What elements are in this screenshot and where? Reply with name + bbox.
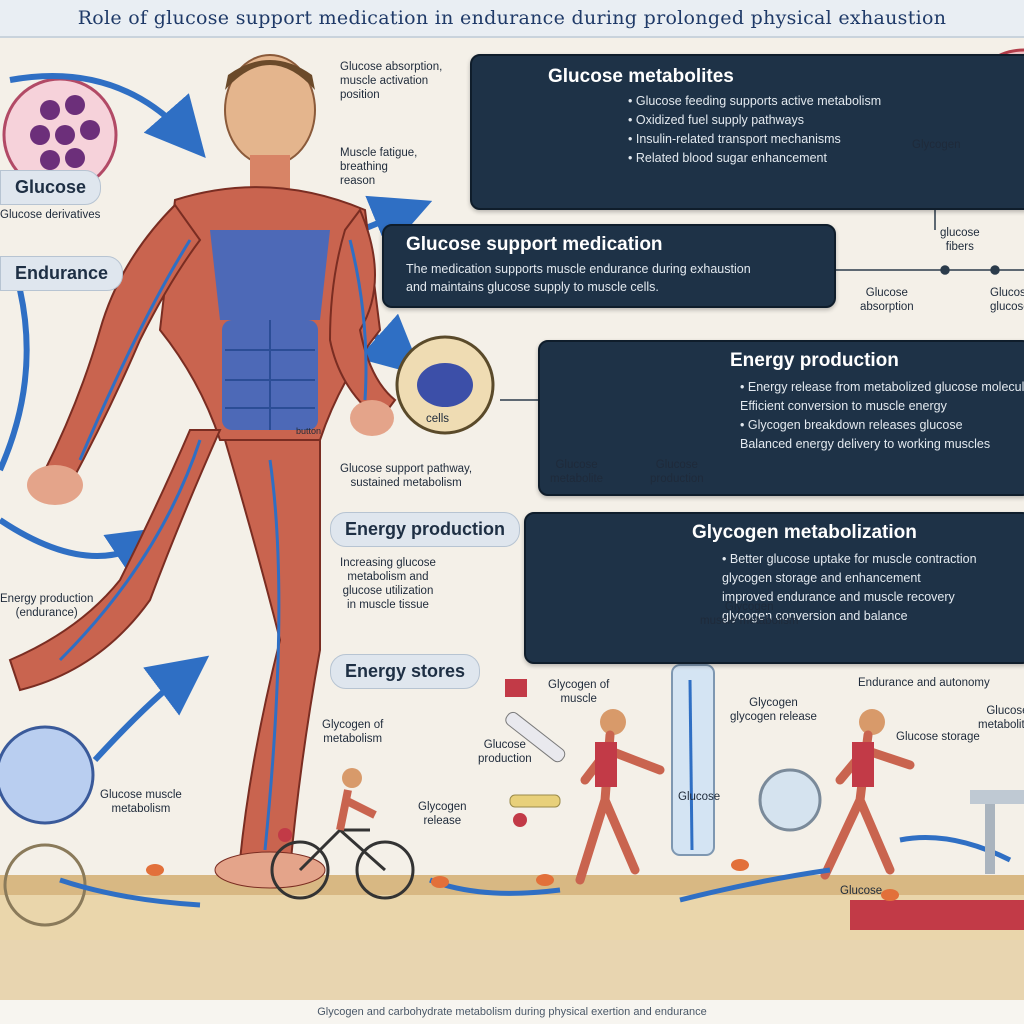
footer-caption: Glycogen and carbohydrate metabolism dur… bbox=[0, 1000, 1024, 1024]
medication-line: The medication supports muscle endurance… bbox=[406, 262, 751, 276]
ground-strip bbox=[0, 875, 1024, 1000]
label-glucose-metabolic: Glucose metabolite bbox=[550, 459, 604, 485]
glycogen-bullet: • Better glucose uptake for muscle contr… bbox=[722, 552, 977, 566]
glucose-metabolites-title: Glucose metabolites bbox=[548, 66, 734, 87]
label-endurance-autonomy: Endurance and autonomy bbox=[858, 677, 990, 689]
glycogen-bullets: • Better glucose uptake for muscle contr… bbox=[722, 550, 1022, 626]
pills-on-ground bbox=[146, 813, 899, 901]
label-muscle-metabolism: Glucose muscle metabolism bbox=[100, 789, 182, 815]
label-glycogen-tube: Glycogen glycogen release bbox=[730, 697, 817, 723]
glass-tube bbox=[671, 664, 715, 856]
pill-endurance: Endurance bbox=[0, 256, 124, 291]
glucose-metabolites-panel: Glucose metabolites • Glucose feeding su… bbox=[470, 54, 1024, 210]
label-metabolites-side: Glucose metabolites bbox=[978, 705, 1024, 731]
label-button: button bbox=[296, 426, 322, 436]
runner-2 bbox=[820, 709, 915, 880]
label-glucose-cell: cells bbox=[426, 413, 450, 425]
energy-bullet: Balanced energy delivery to working musc… bbox=[740, 437, 991, 451]
energy-production-title: Energy production bbox=[730, 350, 899, 371]
glucose-bullets: • Glucose feeding supports active metabo… bbox=[628, 92, 881, 168]
label-glucose-absorption: Glucose absorption, muscle activation po… bbox=[340, 61, 443, 101]
cell-magnifier bbox=[395, 335, 495, 435]
energy-bullets: • Energy release from metabolized glucos… bbox=[740, 378, 1024, 454]
left-cell-top bbox=[2, 77, 118, 193]
label-glucose-support-pathway: Glucose support pathway, sustained metab… bbox=[340, 463, 473, 489]
glycogen-bullet: glycogen conversion and balance bbox=[722, 609, 908, 623]
pill-glucose: Glucose bbox=[0, 170, 102, 205]
label-glycogen-of-metabolism: Glycogen of metabolism bbox=[322, 719, 384, 745]
label-energy-production-side: Energy production (endurance) bbox=[0, 593, 94, 619]
energy-bullet: • Glycogen breakdown releases glucose bbox=[740, 418, 963, 432]
cyclist bbox=[270, 768, 415, 900]
pill-energy-production: Energy production bbox=[330, 512, 521, 547]
pill-energy-stores: Energy stores bbox=[330, 654, 481, 689]
glucose-bullet: • Oxidized fuel supply pathways bbox=[628, 113, 805, 127]
label-glucose-derivatives: Glucose derivatives bbox=[0, 209, 101, 221]
glycogen-bullet: glycogen storage and enhancement bbox=[722, 571, 921, 585]
syringe bbox=[505, 679, 566, 808]
label-glucose-production: Glucose production bbox=[478, 739, 532, 765]
label-glucose-pair: Glucose glucose bbox=[990, 287, 1024, 313]
label-muscle-fatigue: Muscle fatigue, breathing reason bbox=[340, 147, 418, 187]
glycogen-panel: Glycogen metabolization • Better glucose… bbox=[524, 512, 1024, 664]
label-glucose-tube: Glucose bbox=[678, 791, 721, 803]
label-glucose-absorption-small: Glucose absorption bbox=[860, 287, 914, 313]
glucose-bullet: • Glucose feeding supports active metabo… bbox=[628, 94, 882, 108]
label-glucose-storage: Glucose storage bbox=[896, 731, 980, 743]
glycogen-bullet: improved endurance and muscle recovery bbox=[722, 590, 955, 604]
label-muscle-metabolization: Glycogen muscle metabolism bbox=[700, 601, 799, 627]
page-title: Role of glucose support medication in en… bbox=[77, 7, 947, 29]
glycogen-title: Glycogen metabolization bbox=[692, 522, 917, 543]
energy-bullet: • Energy release from metabolized glucos… bbox=[740, 380, 1024, 394]
medication-line: and maintains glucose supply to muscle c… bbox=[406, 280, 659, 294]
energy-bullet: Efficient conversion to muscle energy bbox=[740, 399, 947, 413]
label-glycogen: Glycogen bbox=[912, 139, 961, 151]
ground-flow bbox=[59, 835, 1012, 908]
glucose-bullet: • Insulin-related transport mechanisms bbox=[628, 132, 841, 146]
figure-anatomy bbox=[8, 54, 397, 889]
medication-title: Glucose support medication bbox=[406, 234, 663, 255]
energy-production-panel: Energy production • Energy release from … bbox=[538, 340, 1024, 496]
title-bar: Role of glucose support medication in en… bbox=[0, 0, 1024, 38]
runner-1 bbox=[575, 709, 665, 885]
label-glucose-short: glucose fibers bbox=[940, 227, 980, 253]
label-muscle-prod: Glucose production bbox=[650, 459, 704, 485]
label-glucose-bottom: Glucose bbox=[840, 885, 883, 897]
label-increasing-glucose: Increasing glucose metabolism and glucos… bbox=[340, 557, 436, 611]
medication-panel: Glucose support medication The medicatio… bbox=[382, 224, 836, 308]
label-glycogen-muscle: Glycogen of muscle bbox=[548, 679, 610, 705]
glucose-bullet: • Related blood sugar enhancement bbox=[628, 151, 827, 165]
label-glycogen-release: Glycogen release bbox=[418, 801, 467, 827]
magnifier-lens bbox=[758, 768, 1024, 874]
